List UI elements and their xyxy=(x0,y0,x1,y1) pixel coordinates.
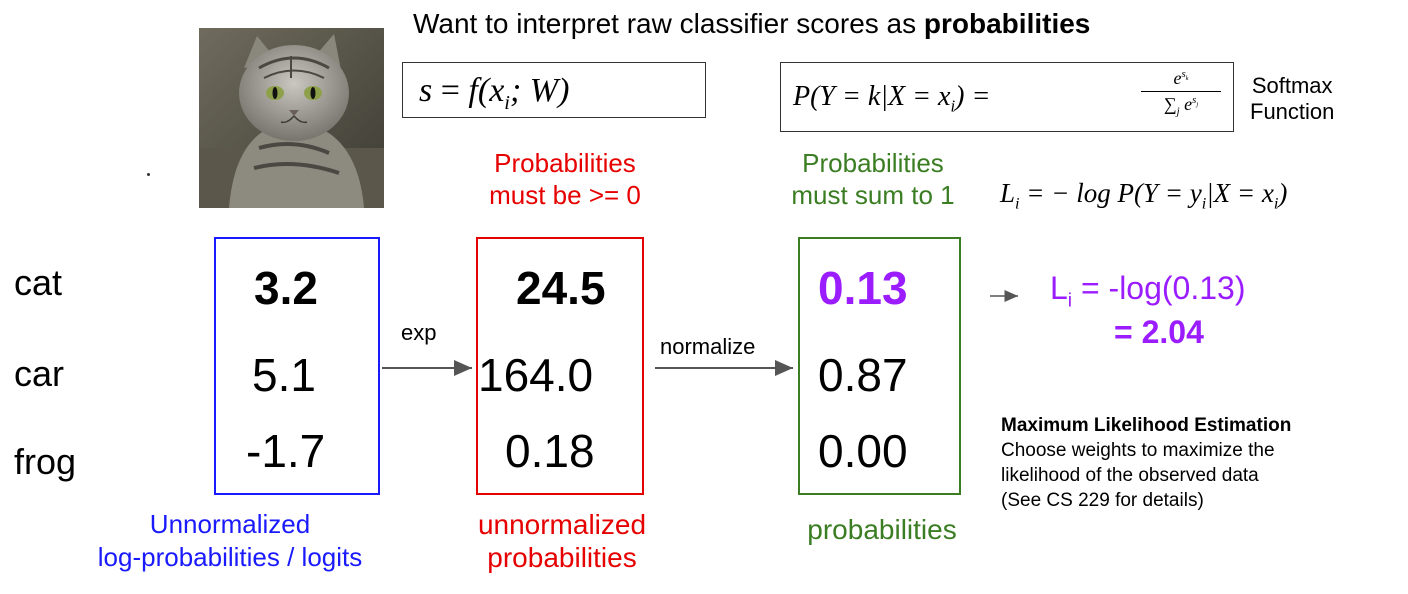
softmax-den-sum: ∑ xyxy=(1163,94,1177,114)
stray-dot xyxy=(147,173,150,176)
softmax-lhs-text: P(Y = k|X = x xyxy=(793,81,951,112)
exp-cat: 24.5 xyxy=(516,262,606,314)
unnormalized-prob-box xyxy=(476,237,644,495)
mle-title: Maximum Likelihood Estimation xyxy=(1001,415,1292,436)
loss-result-line2: = 2.04 xyxy=(1114,314,1204,351)
softmax-numerator: esk xyxy=(1141,68,1221,92)
softmax-den-sup: s xyxy=(1192,94,1197,106)
softmax-den-base: e xyxy=(1179,94,1193,114)
class-label-car: car xyxy=(14,353,65,394)
footer-blue-line2: log-probabilities / logits xyxy=(97,542,363,572)
loss-lhs-sub: i xyxy=(1015,194,1020,213)
header-red-line2: must be >= 0 xyxy=(489,180,641,210)
score-formula-rest: ; W) xyxy=(509,72,570,109)
loss-rhs: = − log P(Y = y xyxy=(1019,178,1202,208)
footer-red-line2: probabilities xyxy=(487,542,637,573)
score-formula-box: s = f(xi; W) xyxy=(402,62,706,118)
mle-line2: likelihood of the observed data xyxy=(1001,465,1259,486)
probabilities-box xyxy=(798,237,961,495)
softmax-label-line2: Function xyxy=(1250,99,1335,124)
header-sum-to-one: Probabilities must sum to 1 xyxy=(758,147,988,211)
score-formula-args: (x xyxy=(477,72,505,109)
softmax-function-label: Softmax Function xyxy=(1250,73,1334,125)
footer-unnormalized: unnormalized probabilities xyxy=(432,508,692,574)
cat-photo xyxy=(199,28,384,208)
softmax-num-sup: s xyxy=(1181,68,1186,80)
softmax-formula-lhs: P(Y = k|X = xi) = xyxy=(793,81,990,117)
title-text: Want to interpret raw classifier scores … xyxy=(413,8,924,39)
softmax-den-sup-sub: j xyxy=(1196,101,1199,109)
softmax-num-base: e xyxy=(1173,68,1182,88)
normalize-arrow-label: normalize xyxy=(660,334,756,359)
loss-formula: Li = − log P(Y = yi|X = xi) xyxy=(1000,178,1287,213)
score-formula-f: f xyxy=(468,72,478,109)
header-red-line1: Probabilities xyxy=(494,148,636,178)
title-bold-word: probabilities xyxy=(923,8,1091,39)
prob-cat: 0.13 xyxy=(818,262,908,314)
footer-blue-line1: Unnormalized xyxy=(149,509,311,539)
prob-frog: 0.00 xyxy=(818,425,908,477)
exp-arrow-label: exp xyxy=(401,320,437,345)
class-label-cat: cat xyxy=(14,262,63,303)
class-label-frog: frog xyxy=(14,441,77,482)
loss-x-sub: i xyxy=(1273,194,1279,213)
logit-frog: -1.7 xyxy=(246,425,326,477)
softmax-formula-box: P(Y = k|X = xi) = esk ∑j esj xyxy=(780,62,1234,132)
loss-result-sub: i xyxy=(1067,290,1073,312)
softmax-fraction: esk ∑j esj xyxy=(1141,68,1221,118)
softmax-label-line1: Softmax xyxy=(1251,73,1333,98)
loss-rhs2: |X = x xyxy=(1206,178,1274,208)
footer-probabilities: probabilities xyxy=(782,513,982,546)
header-green-line2: must sum to 1 xyxy=(791,180,955,210)
loss-lhs: L xyxy=(1000,178,1016,208)
header-nonnegative: Probabilities must be >= 0 xyxy=(460,147,670,211)
exp-frog: 0.18 xyxy=(505,425,595,477)
softmax-num-sup-sub: k xyxy=(1185,75,1189,83)
mle-line1: Choose weights to maximize the xyxy=(1001,440,1275,461)
loss-result-L: L xyxy=(1050,270,1068,306)
softmax-lhs-end: ) = xyxy=(955,81,991,112)
loss-rhs3: ) xyxy=(1278,178,1288,208)
mle-line3: (See CS 229 for details) xyxy=(1001,490,1204,511)
score-formula-s: s xyxy=(419,72,433,109)
header-green-line1: Probabilities xyxy=(802,148,944,178)
score-formula-sub: i xyxy=(504,91,510,114)
softmax-den-sub: j xyxy=(1176,105,1180,118)
loss-result-line1: = -log(0.13) xyxy=(1072,270,1246,306)
prob-car: 0.87 xyxy=(818,349,908,401)
mle-note: Maximum Likelihood Estimation Choose wei… xyxy=(1001,413,1401,513)
footer-red-line1: unnormalized xyxy=(477,509,647,540)
footer-logits: Unnormalized log-probabilities / logits xyxy=(62,508,398,574)
loss-result: Li = -log(0.13) = 2.04 xyxy=(1050,270,1245,351)
softmax-lhs-sub: i xyxy=(950,96,956,116)
logit-car: 5.1 xyxy=(252,349,316,401)
logits-box xyxy=(214,237,380,495)
slide-title: Want to interpret raw classifier scores … xyxy=(413,8,1090,40)
softmax-denominator: ∑j esj xyxy=(1141,92,1221,118)
score-formula-eq: = xyxy=(432,72,469,109)
exp-car: 164.0 xyxy=(478,349,594,401)
loss-y-sub: i xyxy=(1201,194,1207,213)
footer-green-line1: probabilities xyxy=(807,514,957,545)
logit-cat: 3.2 xyxy=(254,262,318,314)
